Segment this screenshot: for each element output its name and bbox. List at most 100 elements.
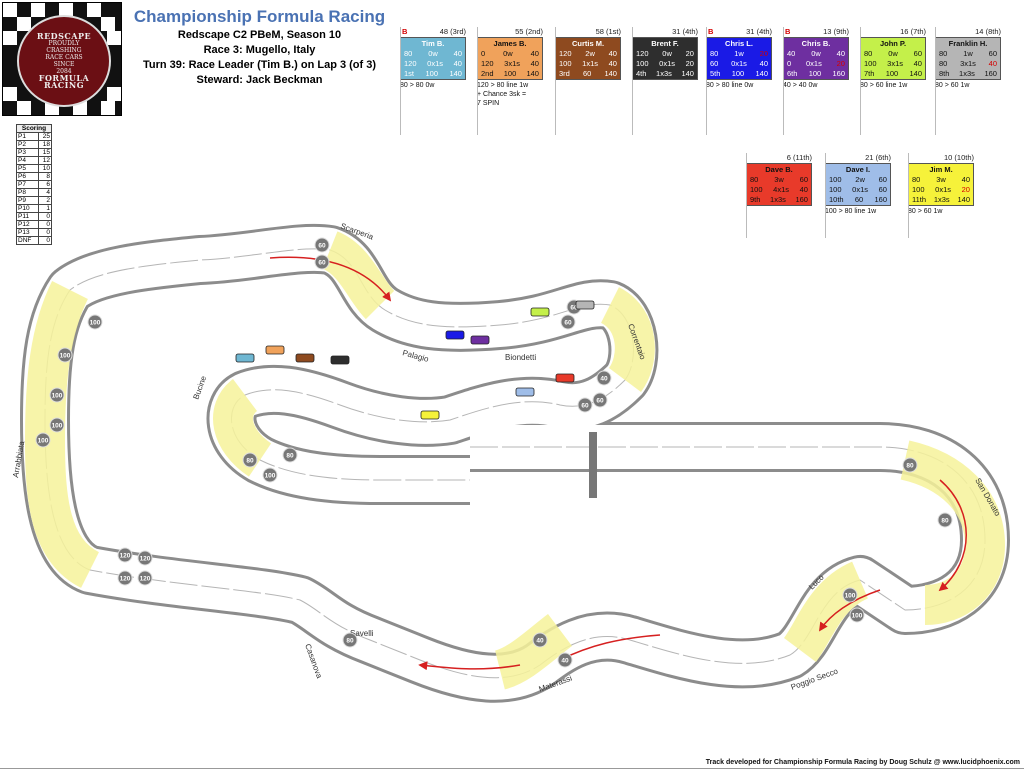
driver-stat: 60 [913, 49, 922, 58]
driver-stat: 40 [530, 49, 539, 58]
card-divider [632, 27, 633, 135]
speed-badge-disc [314, 254, 330, 270]
driver-stat: 40 [836, 49, 845, 58]
speed-badge-disc [117, 570, 133, 586]
car-token[interactable] [295, 353, 315, 363]
driver-stat: 20 [759, 49, 768, 58]
logo-motto-line: SINCE [53, 61, 75, 68]
speed-badge-value: 80 [286, 453, 294, 460]
car-token[interactable] [575, 300, 595, 310]
speed-badge: 60 [577, 397, 593, 413]
driver-stat: 40 [608, 59, 617, 68]
speed-badge-value: 80 [906, 463, 914, 470]
car-token[interactable] [530, 307, 550, 317]
driver-points: 6 (11th) [746, 153, 812, 163]
car-token[interactable] [445, 330, 465, 340]
driver-stat: 1w [734, 49, 744, 58]
driver-stat: 80 [939, 59, 948, 68]
driver-stat: 140 [449, 69, 462, 78]
corner-label: Bucine [191, 374, 208, 401]
driver-name: Jim M. [929, 165, 953, 174]
driver-move-note: 120 > 80 line 1w+ Chance 3sk =7 SPIN [477, 80, 543, 108]
speed-badge-disc [532, 632, 548, 648]
speed-badge: 80 [342, 632, 358, 648]
car-token[interactable] [235, 353, 255, 363]
start-finish-line [589, 432, 597, 498]
speed-badge-value: 120 [120, 576, 131, 583]
speed-badge: 60 [314, 237, 330, 253]
speed-badge: 120 [117, 547, 133, 563]
speed-badge-value: 40 [600, 376, 608, 383]
corner-label: Biondetti [505, 353, 536, 362]
driver-stat: 40 [961, 175, 970, 184]
driver-points: 16 (7th) [860, 27, 926, 37]
speed-badge-disc [560, 314, 576, 330]
speed-badge-disc [262, 467, 278, 483]
car-token[interactable] [330, 355, 350, 365]
driver-stat: 1x3s [933, 195, 950, 204]
driver-move-note: 80 > 80 0w [400, 80, 466, 90]
driver-stat: 0x1s [852, 185, 868, 194]
driver-stat: 0x1s [731, 59, 747, 68]
driver-stat: 40 [453, 59, 462, 68]
move-note-line: 100 > 80 line 1w [825, 208, 877, 215]
driver-points-label: 14 (8th) [975, 27, 1001, 36]
driver-stat: 100 [503, 69, 517, 78]
speed-badge: 120 [137, 550, 153, 566]
move-note-line: 80 > 80 0w [400, 82, 435, 89]
speed-badge-disc [57, 347, 73, 363]
car-token[interactable] [420, 410, 440, 420]
card-divider [860, 27, 861, 135]
scoring-points: 0 [37, 236, 52, 245]
race-header: Championship Formula Racing Redscape C2 … [122, 6, 397, 88]
speed-badge-value: 100 [38, 438, 49, 445]
driver-points-label: 48 (3rd) [439, 27, 466, 36]
driver-stat: 140 [909, 69, 922, 78]
car-token[interactable] [555, 373, 575, 383]
driver-stat: 2nd [481, 69, 494, 78]
car-token[interactable] [265, 345, 285, 355]
speed-badge-value: 60 [564, 320, 572, 327]
driver-stat: 9th [750, 195, 761, 204]
speed-badge-value: 60 [596, 398, 604, 405]
driver-points: 58 (1st) [555, 27, 621, 37]
corner-label: Casanova [303, 643, 324, 680]
speed-badge-disc [314, 237, 330, 253]
car-token[interactable] [470, 335, 490, 345]
driver-stat: 80 [912, 175, 921, 184]
speed-badge: 100 [849, 607, 865, 623]
track-layer [20, 223, 1010, 703]
driver-points: 14 (8th) [935, 27, 1001, 37]
card-divider [555, 27, 556, 135]
logo-top-text: REDSCAPE [36, 31, 92, 41]
driver-stat: 140 [604, 69, 617, 78]
driver-stat: 100 [829, 185, 842, 194]
driver-points-label: 55 (2nd) [515, 27, 543, 36]
driver-stat: 40 [453, 49, 462, 58]
driver-stat: 0w [811, 49, 821, 58]
speed-badge-disc [282, 447, 298, 463]
credits-footer: Track developed for Championship Formula… [705, 759, 1020, 766]
driver-move-note: 80 > 60 1w [908, 206, 974, 216]
car-token[interactable] [515, 387, 535, 397]
